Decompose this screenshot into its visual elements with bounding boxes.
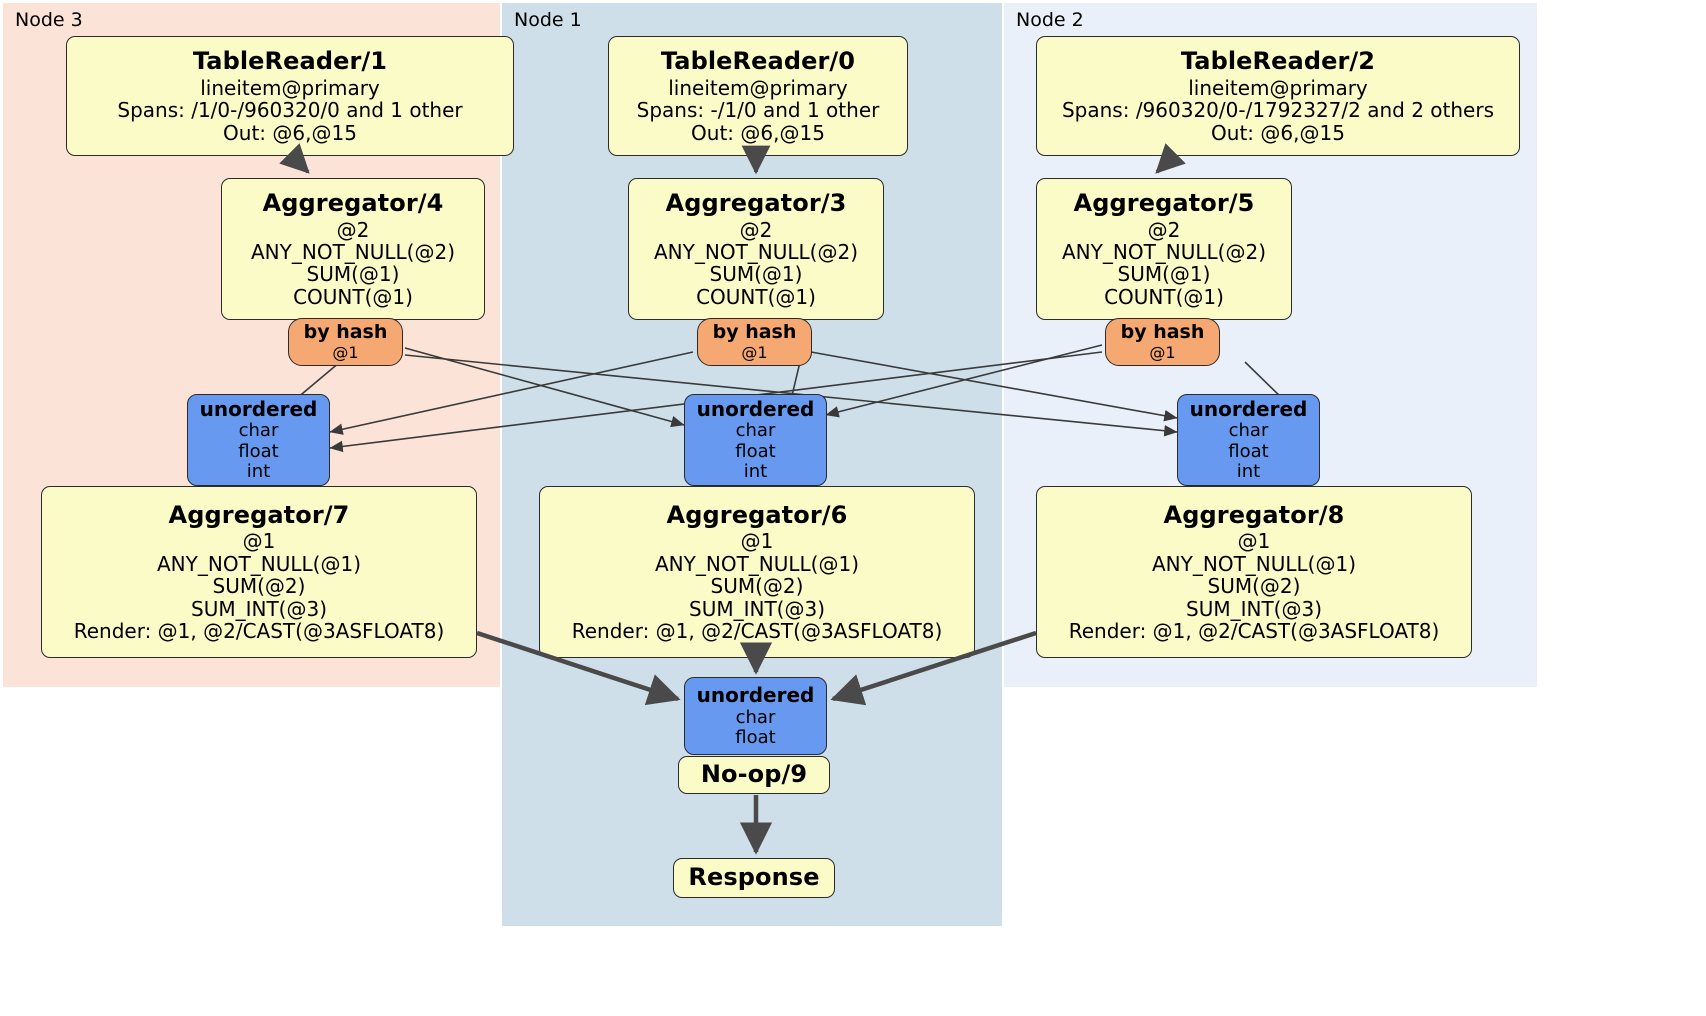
processor-title: Aggregator/5 [1073, 188, 1255, 217]
router-by-hash-node-2[interactable]: by hash @1 [1105, 318, 1220, 366]
processor-detail-agg3: COUNT(@1) [1104, 284, 1224, 309]
processor-detail-out: Out: @6,@15 [223, 120, 357, 145]
processor-detail-agg3: SUM_INT(@3) [1186, 596, 1322, 621]
processor-detail-group: @1 [242, 529, 276, 554]
processor-title: Aggregator/4 [262, 188, 444, 217]
processor-aggregator-7[interactable]: Aggregator/7 @1 ANY_NOT_NULL(@1) SUM(@2)… [41, 486, 477, 658]
synchronizer-title: unordered [696, 397, 815, 422]
router-detail-key: @1 [741, 342, 768, 362]
synchronizer-type-2: float [735, 726, 776, 748]
processor-aggregator-3[interactable]: Aggregator/3 @2 ANY_NOT_NULL(@2) SUM(@1)… [628, 178, 884, 320]
synchronizer-unordered-node-1[interactable]: unordered char float int [684, 394, 827, 486]
processor-detail-table: lineitem@primary [668, 75, 848, 100]
processor-detail-group: @2 [739, 217, 773, 242]
router-detail-key: @1 [332, 342, 359, 362]
router-by-hash-node-1[interactable]: by hash @1 [697, 318, 812, 366]
processor-title: No-op/9 [700, 759, 808, 788]
synchronizer-title: unordered [696, 683, 815, 708]
processor-title: Aggregator/8 [1163, 500, 1345, 529]
processor-noop-9[interactable]: No-op/9 [678, 756, 830, 794]
processor-tablereader-1[interactable]: TableReader/1 lineitem@primary Spans: /1… [66, 36, 514, 156]
processor-detail-table: lineitem@primary [200, 75, 380, 100]
processor-detail-agg2: SUM(@2) [212, 574, 306, 599]
synchronizer-type-2: float [735, 440, 776, 462]
synchronizer-unordered-node-2[interactable]: unordered char float int [1177, 394, 1320, 486]
synchronizer-type-1: char [735, 706, 776, 728]
processor-detail-agg3: SUM_INT(@3) [689, 596, 825, 621]
processor-detail-group: @2 [1147, 217, 1181, 242]
processor-detail-spans: Spans: /1/0-/960320/0 and 1 other [117, 98, 463, 123]
processor-detail-agg1: ANY_NOT_NULL(@2) [251, 240, 455, 265]
synchronizer-title: unordered [1189, 397, 1308, 422]
processor-detail-group: @1 [1237, 529, 1271, 554]
processor-detail-spans: Spans: /960320/0-/1792327/2 and 2 others [1061, 98, 1494, 123]
processor-tablereader-2[interactable]: TableReader/2 lineitem@primary Spans: /9… [1036, 36, 1520, 156]
processor-aggregator-8[interactable]: Aggregator/8 @1 ANY_NOT_NULL(@1) SUM(@2)… [1036, 486, 1472, 658]
router-title: by hash [1120, 321, 1205, 344]
processor-detail-agg2: SUM(@2) [710, 574, 804, 599]
processor-aggregator-4[interactable]: Aggregator/4 @2 ANY_NOT_NULL(@2) SUM(@1)… [221, 178, 485, 320]
synchronizer-type-2: float [238, 440, 279, 462]
synchronizer-type-2: float [1228, 440, 1269, 462]
processor-detail-agg2: SUM(@1) [709, 262, 803, 287]
processor-title: TableReader/1 [192, 46, 388, 75]
processor-detail-agg3: COUNT(@1) [293, 284, 413, 309]
processor-detail-agg2: SUM(@1) [1117, 262, 1211, 287]
processor-detail-agg2: SUM(@1) [306, 262, 400, 287]
processor-detail-out: Out: @6,@15 [691, 120, 825, 145]
router-detail-key: @1 [1149, 342, 1176, 362]
processor-detail-group: @1 [740, 529, 774, 554]
processor-title: TableReader/2 [1180, 46, 1376, 75]
processor-detail-render: Render: @1, @2/CAST(@3ASFLOAT8) [1068, 619, 1440, 644]
processor-detail-agg1: ANY_NOT_NULL(@1) [1152, 551, 1356, 576]
processor-title: Aggregator/7 [168, 500, 350, 529]
synchronizer-type-1: char [238, 420, 279, 442]
synchronizer-unordered-final[interactable]: unordered char float [684, 677, 827, 755]
synchronizer-unordered-node-3[interactable]: unordered char float int [187, 394, 330, 486]
processor-aggregator-5[interactable]: Aggregator/5 @2 ANY_NOT_NULL(@2) SUM(@1)… [1036, 178, 1292, 320]
processor-aggregator-6[interactable]: Aggregator/6 @1 ANY_NOT_NULL(@1) SUM(@2)… [539, 486, 975, 658]
processor-detail-render: Render: @1, @2/CAST(@3ASFLOAT8) [571, 619, 943, 644]
router-title: by hash [712, 321, 797, 344]
processor-detail-spans: Spans: -/1/0 and 1 other [636, 98, 880, 123]
processor-detail-table: lineitem@primary [1188, 75, 1368, 100]
synchronizer-type-3: int [743, 460, 768, 482]
processor-response[interactable]: Response [673, 858, 835, 898]
processor-detail-agg1: ANY_NOT_NULL(@2) [1062, 240, 1266, 265]
processor-detail-agg3: SUM_INT(@3) [191, 596, 327, 621]
processor-detail-agg3: COUNT(@1) [696, 284, 816, 309]
processor-title: Aggregator/6 [666, 500, 848, 529]
router-by-hash-node-3[interactable]: by hash @1 [288, 318, 403, 366]
cluster-label-node-1: Node 1 [514, 9, 582, 31]
router-title: by hash [303, 321, 388, 344]
synchronizer-type-1: char [1228, 420, 1269, 442]
processor-detail-out: Out: @6,@15 [1211, 120, 1345, 145]
processor-detail-agg1: ANY_NOT_NULL(@2) [654, 240, 858, 265]
processor-detail-group: @2 [336, 217, 370, 242]
processor-detail-agg1: ANY_NOT_NULL(@1) [655, 551, 859, 576]
processor-title: Response [688, 862, 820, 891]
processor-tablereader-0[interactable]: TableReader/0 lineitem@primary Spans: -/… [608, 36, 908, 156]
cluster-label-node-2: Node 2 [1016, 9, 1084, 31]
processor-title: Aggregator/3 [665, 188, 847, 217]
synchronizer-type-3: int [1236, 460, 1261, 482]
processor-detail-agg2: SUM(@2) [1207, 574, 1301, 599]
processor-detail-agg1: ANY_NOT_NULL(@1) [157, 551, 361, 576]
synchronizer-type-1: char [735, 420, 776, 442]
synchronizer-title: unordered [199, 397, 318, 422]
cluster-label-node-3: Node 3 [15, 9, 83, 31]
processor-title: TableReader/0 [660, 46, 856, 75]
synchronizer-type-3: int [246, 460, 271, 482]
processor-detail-render: Render: @1, @2/CAST(@3ASFLOAT8) [73, 619, 445, 644]
